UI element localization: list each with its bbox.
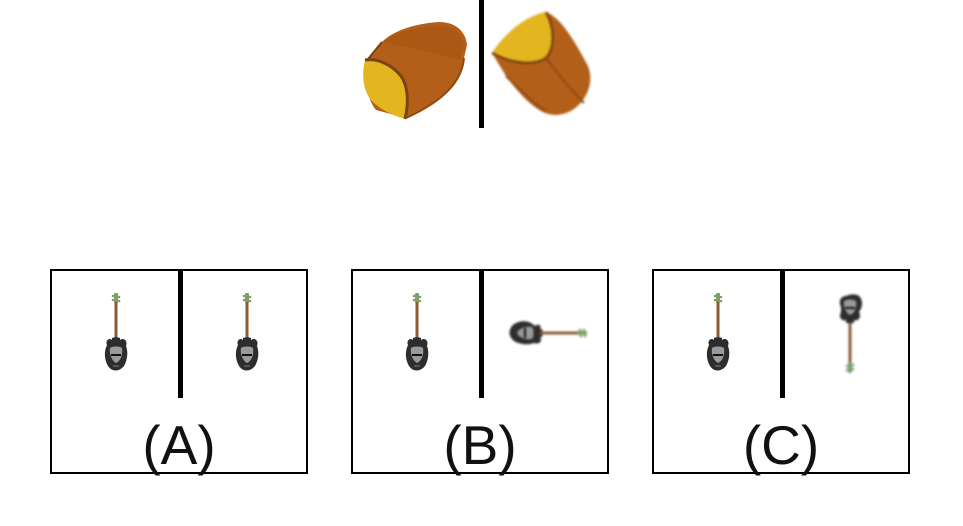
option-b-label: (B) [443,414,517,476]
bass-guitar-icon [704,293,732,373]
option-c-box[interactable]: (C) [652,269,910,474]
option-b-divider [479,271,484,398]
option-c-divider [780,271,785,398]
bass-guitar-icon [102,293,130,373]
bass-guitar-icon [233,293,261,373]
option-a-box[interactable]: (A) [50,269,308,474]
option-c-label: (C) [742,414,820,476]
prompt-divider [479,0,484,128]
option-a-divider [178,271,183,398]
bass-guitar-upside-down-icon [836,293,864,375]
option-a-label: (A) [142,414,216,476]
bread-loaf-rotated-icon [488,8,596,118]
option-b-box[interactable]: (B) [351,269,609,474]
bread-loaf-icon [356,18,472,124]
bass-guitar-rotated-icon [507,319,589,347]
bass-guitar-icon [403,293,431,373]
